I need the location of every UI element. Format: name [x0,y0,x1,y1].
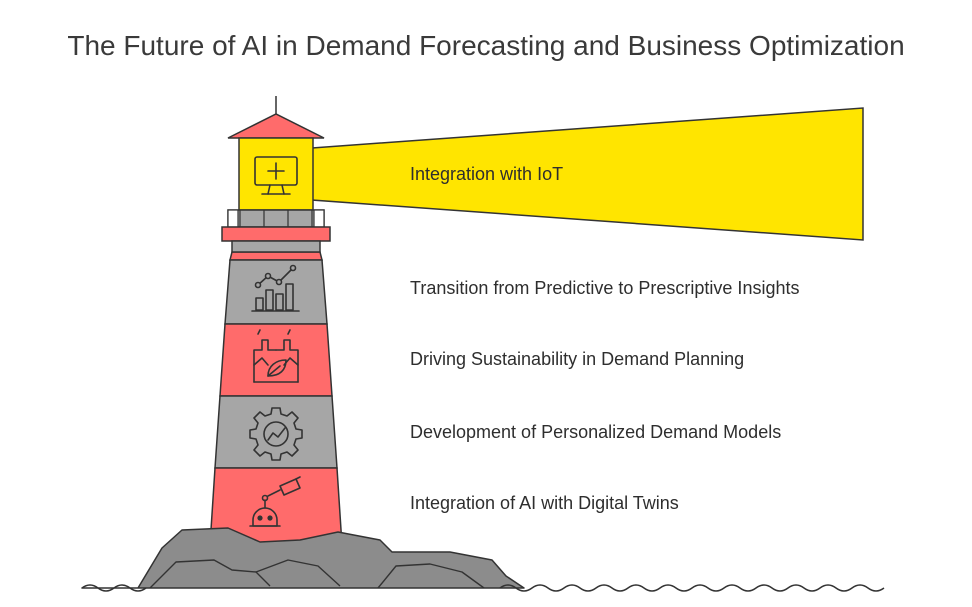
tower-band-2 [224,259,328,325]
lighthouse-roof [227,113,325,139]
item-label-digital-twins: Integration of AI with Digital Twins [410,493,679,513]
item-label-sustainability: Driving Sustainability in Demand Plannin… [410,349,745,369]
rock-edges [149,559,485,589]
item-label-prescriptive: Transition from Predictive to Prescripti… [410,278,800,298]
tower-band-3 [219,323,333,397]
gallery-deck [221,226,331,242]
growth-chart-icon [251,264,300,312]
railing-posts [239,210,313,227]
monitor-plus-icon [254,156,298,195]
eco-factory-icon [253,329,299,383]
gallery-railing [227,209,325,228]
light-beam [311,107,864,241]
water-waves [81,584,885,592]
rocks [81,527,525,589]
tower-band-4 [214,395,338,469]
tower-band-1 [229,251,323,261]
robot-camera-icon [249,476,301,527]
item-label-personalized-models: Development of Personalized Demand Model… [410,422,782,442]
diagram-title: The Future of AI in Demand Forecasting a… [67,30,905,61]
item-label-iot: Integration with IoT [410,164,564,184]
gear-trend-icon [249,407,303,461]
